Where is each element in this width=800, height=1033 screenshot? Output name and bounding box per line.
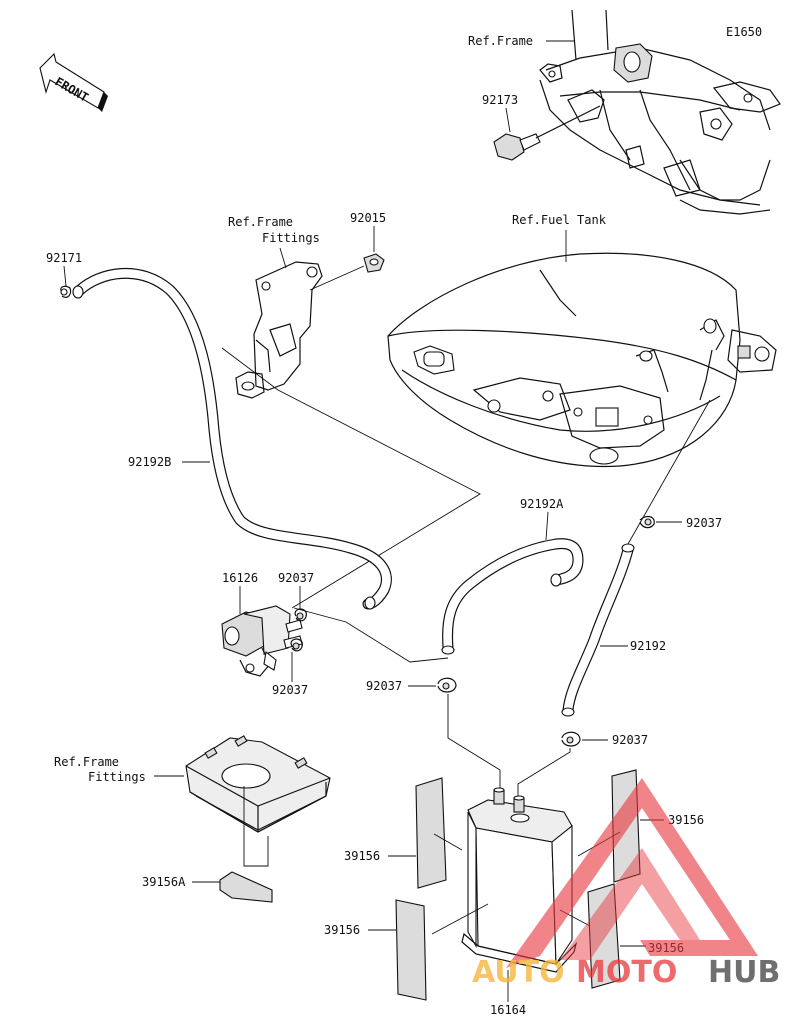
watermark-text-hub: HUB	[708, 955, 780, 990]
watermark-text-moto: MOTO	[576, 955, 677, 990]
ref-frame-label: Ref.Frame	[468, 34, 533, 48]
frame-fittings-bracket-drawing	[235, 253, 385, 399]
clamp-92037-tank-icon	[639, 515, 655, 529]
part-92192A-label: 92192A	[520, 497, 564, 511]
clamp-92037-valve-top-icon	[294, 608, 307, 622]
diagram-code: E1650	[726, 25, 762, 39]
automotohub-watermark-logo: AUTO MOTO HUB	[472, 778, 780, 990]
fuel-tank-reference-drawing	[387, 252, 777, 468]
part-92173-label: 92173	[482, 93, 518, 107]
frame-fittings-tray-drawing	[185, 735, 331, 867]
ref-frame-fittings-label-1b: Fittings	[262, 231, 320, 245]
front-arrow-icon: FRONT	[39, 52, 108, 112]
bolt-92173-icon	[493, 105, 601, 161]
clamp-92037-left-icon	[437, 677, 457, 693]
part-16164-label: 16164	[490, 1003, 526, 1017]
part-92192B-label: 92192B	[128, 455, 171, 469]
pad-39156A-drawing	[219, 871, 273, 903]
part-39156-top-right-label: 39156	[668, 813, 704, 827]
clamp-92037-valve-bottom-icon	[290, 638, 303, 652]
part-92037-right-label: 92037	[612, 733, 648, 747]
ref-frame-fittings-label-2a: Ref.Frame	[54, 755, 119, 769]
part-92015-label: 92015	[350, 211, 386, 225]
watermark-text-auto: AUTO	[472, 955, 565, 990]
pad-39156-left-upper-drawing	[415, 777, 463, 889]
part-92037-left-label: 92037	[366, 679, 402, 693]
part-92192-label: 92192	[630, 639, 666, 653]
ref-fuel-tank-label: Ref.Fuel Tank	[512, 213, 607, 227]
part-39156-left-lower-label: 39156	[324, 923, 360, 937]
charcoal-canister-16164-drawing	[461, 787, 578, 973]
part-39156A-label: 39156A	[142, 875, 186, 889]
clamp-92171-icon	[60, 285, 72, 298]
pad-39156-left-lower-drawing	[395, 899, 489, 1001]
hose-92192A	[441, 538, 584, 655]
part-92037-valve-top-label: 92037	[278, 571, 314, 585]
part-39156-left-upper-label: 39156	[344, 849, 380, 863]
part-16126-label: 16126	[222, 571, 258, 585]
part-92171-label: 92171	[46, 251, 82, 265]
solenoid-valve-16126-drawing	[221, 605, 303, 677]
hose-92192B	[72, 267, 392, 610]
ref-frame-fittings-label-2b: Fittings	[88, 770, 146, 784]
hose-92192	[561, 399, 711, 717]
frame-reference-drawing	[539, 9, 781, 215]
part-92037-tank-label: 92037	[686, 516, 722, 530]
part-92037-valve-bottom-label: 92037	[272, 683, 308, 697]
ref-frame-fittings-label-1a: Ref.Frame	[228, 215, 293, 229]
pad-39156-bottom-right-drawing	[559, 883, 621, 989]
clamp-92037-right-icon	[561, 731, 581, 747]
